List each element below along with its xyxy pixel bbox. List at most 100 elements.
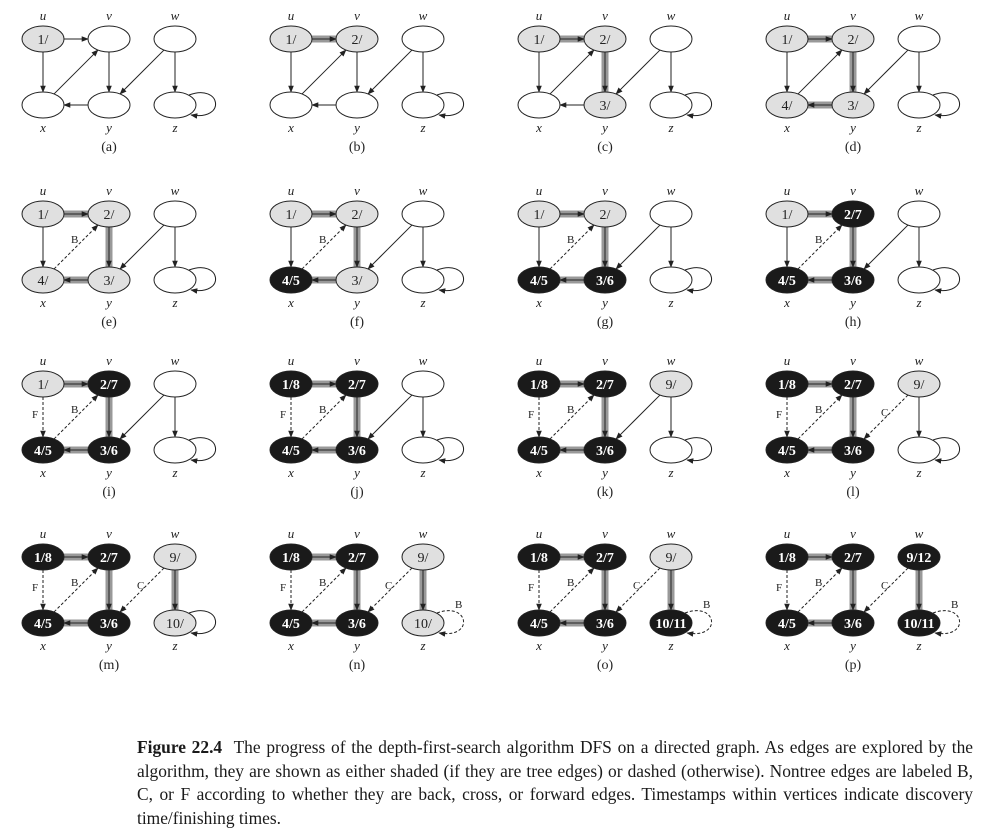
vertex-name-w: w bbox=[419, 526, 428, 541]
vertex-z bbox=[897, 609, 941, 637]
vertex-timestamp-w: 9/ bbox=[170, 551, 181, 566]
edge-zz bbox=[436, 610, 465, 637]
vertex-name-z: z bbox=[667, 638, 673, 653]
edge-wy bbox=[119, 394, 165, 440]
vertex-w bbox=[153, 200, 197, 228]
vertex-name-w: w bbox=[667, 183, 676, 198]
vertex-timestamp-v: 2/ bbox=[848, 33, 859, 48]
edge-type-label: F bbox=[528, 409, 534, 421]
edge-wy bbox=[615, 394, 661, 440]
edge-xv bbox=[53, 394, 99, 440]
edge-type-label: C bbox=[881, 407, 888, 419]
vertex-name-u: u bbox=[784, 183, 791, 198]
vertex-w bbox=[153, 370, 197, 398]
edge-type-label: B bbox=[319, 234, 326, 246]
vertex-x bbox=[765, 91, 809, 119]
vertex-z bbox=[153, 609, 197, 637]
vertex-w bbox=[649, 200, 693, 228]
edge-type-label: F bbox=[528, 582, 534, 594]
vertex-timestamp-u: 1/8 bbox=[282, 551, 300, 566]
vertex-timestamp-u: 1/ bbox=[38, 33, 49, 48]
panel-label: (a) bbox=[101, 140, 117, 155]
vertex-timestamp-y: 3/6 bbox=[596, 444, 614, 459]
vertex-u bbox=[269, 25, 313, 53]
vertex-name-w: w bbox=[915, 526, 924, 541]
vertex-timestamp-y: 3/6 bbox=[844, 617, 862, 632]
vertex-name-w: w bbox=[667, 8, 676, 23]
edge-type-label: B bbox=[567, 577, 574, 589]
vertex-timestamp-u: 1/ bbox=[782, 33, 793, 48]
vertex-name-u: u bbox=[40, 353, 47, 368]
vertex-name-u: u bbox=[40, 183, 47, 198]
vertex-x bbox=[517, 609, 561, 637]
vertex-timestamp-y: 3/ bbox=[104, 274, 115, 289]
edge-xv bbox=[797, 49, 843, 95]
vertex-name-u: u bbox=[288, 353, 295, 368]
vertex-name-y: y bbox=[848, 295, 856, 310]
vertex-name-y: y bbox=[848, 638, 856, 653]
vertex-timestamp-u: 1/ bbox=[286, 208, 297, 223]
vertex-z bbox=[153, 266, 197, 294]
vertex-w bbox=[401, 25, 445, 53]
vertex-timestamp-z: 10/ bbox=[166, 617, 184, 632]
vertex-z bbox=[401, 436, 445, 464]
vertex-v bbox=[87, 200, 131, 228]
vertex-w bbox=[649, 25, 693, 53]
edge-zz bbox=[436, 267, 465, 294]
vertex-name-x: x bbox=[287, 465, 294, 480]
figure-caption: Figure 22.4 The progress of the depth-fi… bbox=[137, 736, 973, 830]
vertex-y bbox=[583, 609, 627, 637]
vertex-timestamp-y: 3/6 bbox=[348, 444, 366, 459]
vertex-w bbox=[649, 543, 693, 571]
vertex-timestamp-v: 2/7 bbox=[348, 551, 366, 566]
edge-wy bbox=[119, 567, 165, 613]
edge-xv bbox=[301, 224, 347, 270]
vertex-timestamp-u: 1/ bbox=[534, 208, 545, 223]
vertex-x bbox=[269, 266, 313, 294]
vertex-u bbox=[269, 543, 313, 571]
vertex-name-y: y bbox=[352, 638, 360, 653]
vertex-name-z: z bbox=[915, 638, 921, 653]
vertex-u bbox=[269, 370, 313, 398]
vertex-name-v: v bbox=[354, 353, 360, 368]
vertex-v bbox=[831, 25, 875, 53]
vertex-name-v: v bbox=[602, 8, 608, 23]
vertex-name-u: u bbox=[40, 526, 47, 541]
vertex-v bbox=[335, 370, 379, 398]
vertex-name-y: y bbox=[352, 465, 360, 480]
vertex-timestamp-y: 3/6 bbox=[844, 444, 862, 459]
vertex-timestamp-x: 4/5 bbox=[778, 444, 796, 459]
edge-xv bbox=[549, 567, 595, 613]
edge-type-label: F bbox=[280, 582, 286, 594]
vertex-name-w: w bbox=[419, 183, 428, 198]
vertex-name-x: x bbox=[287, 638, 294, 653]
vertex-w bbox=[401, 370, 445, 398]
vertex-name-y: y bbox=[600, 295, 608, 310]
edge-xv bbox=[797, 567, 843, 613]
edge-xv bbox=[301, 49, 347, 95]
vertex-timestamp-w: 9/ bbox=[666, 378, 677, 393]
vertex-timestamp-v: 2/7 bbox=[100, 551, 118, 566]
vertex-timestamp-x: 4/5 bbox=[282, 274, 300, 289]
panel-label: (m) bbox=[99, 658, 120, 673]
vertex-z bbox=[153, 436, 197, 464]
edge-type-label: C bbox=[137, 580, 144, 592]
vertex-y bbox=[583, 266, 627, 294]
panel-label: (b) bbox=[349, 140, 366, 155]
vertex-timestamp-x: 4/5 bbox=[282, 617, 300, 632]
edge-zz bbox=[188, 92, 217, 119]
edge-xv bbox=[301, 394, 347, 440]
vertex-name-w: w bbox=[171, 526, 180, 541]
panel-label: (i) bbox=[102, 485, 116, 500]
vertex-x bbox=[269, 609, 313, 637]
edge-wy bbox=[863, 394, 909, 440]
vertex-y bbox=[335, 266, 379, 294]
vertex-name-y: y bbox=[600, 638, 608, 653]
vertex-timestamp-v: 2/ bbox=[600, 33, 611, 48]
edge-xv bbox=[549, 224, 595, 270]
vertex-timestamp-x: 4/5 bbox=[282, 444, 300, 459]
vertex-timestamp-y: 3/6 bbox=[844, 274, 862, 289]
